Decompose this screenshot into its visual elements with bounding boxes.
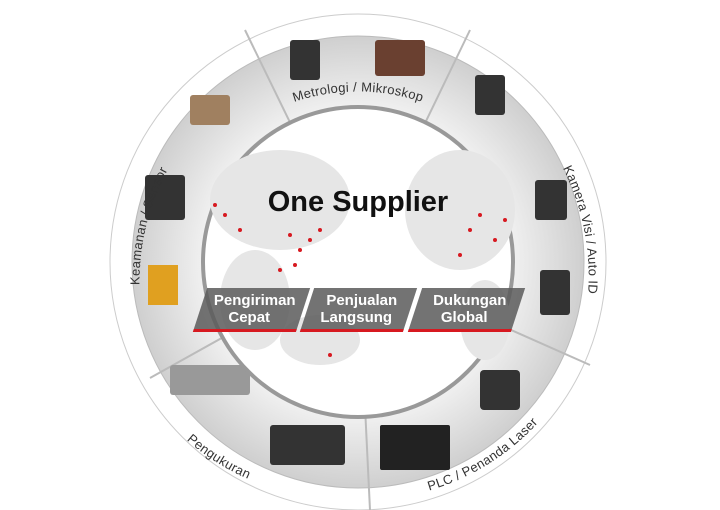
product-images	[145, 40, 570, 470]
office-dots	[213, 203, 507, 357]
page-title: One Supplier	[267, 186, 449, 218]
